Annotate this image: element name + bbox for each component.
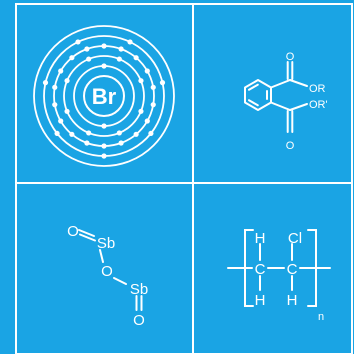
- antimony-trioxide-structure: O Sb O Sb O: [67, 223, 148, 329]
- electron: [101, 143, 107, 149]
- element-symbol: Br: [92, 84, 117, 109]
- nucleus: [83, 75, 125, 117]
- electrons: [42, 39, 166, 159]
- hydrogen-bottom-left: H: [255, 292, 266, 309]
- phthalate-bonds: [244, 61, 308, 133]
- electron: [138, 78, 144, 84]
- hydrogen-bottom-right: H: [287, 292, 298, 309]
- ring-double-bond: [248, 83, 259, 91]
- electron: [150, 84, 156, 90]
- outer-ring: [33, 25, 175, 167]
- electron: [101, 63, 107, 69]
- ring-double-bond: [248, 99, 259, 107]
- antimony-atom-bottom: Sb: [130, 281, 148, 298]
- electron: [101, 153, 107, 159]
- electron: [69, 55, 75, 61]
- carbon-right: C: [287, 261, 298, 278]
- electron: [116, 56, 122, 62]
- antimony-atom-top: Sb: [97, 235, 115, 252]
- electron: [150, 102, 156, 108]
- electron: [69, 131, 75, 137]
- carbon-left: C: [255, 261, 266, 278]
- terminal-oxygen-bottom: O: [133, 312, 145, 329]
- carbonyl-oxygen-top: O: [286, 51, 295, 63]
- electron: [159, 80, 166, 86]
- electron: [138, 108, 144, 114]
- electron-shell: [63, 55, 145, 137]
- electron: [75, 39, 81, 45]
- sb-o-double-bond: [78, 229, 95, 237]
- electron: [127, 39, 133, 45]
- electron: [42, 80, 49, 86]
- electron: [118, 140, 124, 146]
- bond: [113, 277, 127, 285]
- pvc-repeat-unit-structure: H C H Cl C H n: [227, 229, 331, 323]
- bond: [289, 103, 308, 111]
- electron: [101, 123, 107, 129]
- electron: [144, 118, 150, 124]
- electron: [54, 130, 60, 137]
- grid-border: [15, 3, 353, 354]
- electron: [52, 102, 58, 108]
- electron: [118, 46, 124, 52]
- grid-frame: [15, 3, 353, 354]
- electron: [133, 131, 139, 137]
- electron: [84, 140, 90, 146]
- electron: [86, 130, 92, 136]
- carbonyl-oxygen-bottom: O: [286, 140, 295, 152]
- electron: [101, 43, 107, 49]
- repeat-count-subscript: n: [318, 311, 324, 323]
- bond: [270, 101, 291, 111]
- pvc-bonds: [227, 229, 331, 307]
- chlorine-atom: Cl: [288, 230, 302, 247]
- antimony-trioxide-bonds: [78, 229, 143, 311]
- electron: [64, 78, 70, 84]
- bond: [99, 249, 104, 263]
- ester-group-top: OR: [309, 83, 326, 95]
- electron: [144, 68, 150, 74]
- bond: [289, 79, 308, 87]
- hydrogen-top-left: H: [255, 230, 266, 247]
- electron: [84, 46, 90, 52]
- bond: [270, 79, 291, 89]
- bridging-oxygen: O: [101, 263, 113, 280]
- electron: [64, 108, 70, 114]
- electron: [58, 118, 64, 124]
- ester-group-bottom: OR': [309, 99, 328, 111]
- phthalate-ester-structure: O OR O OR': [244, 51, 328, 152]
- electron: [148, 130, 154, 137]
- electron: [86, 56, 92, 62]
- terminal-oxygen-top: O: [67, 223, 79, 240]
- electron: [133, 55, 139, 61]
- sb-o-double-bond: [79, 233, 96, 242]
- electron: [58, 68, 64, 74]
- bromine-atom-model: Br: [33, 25, 175, 167]
- electron: [116, 130, 122, 136]
- electron: [52, 84, 58, 90]
